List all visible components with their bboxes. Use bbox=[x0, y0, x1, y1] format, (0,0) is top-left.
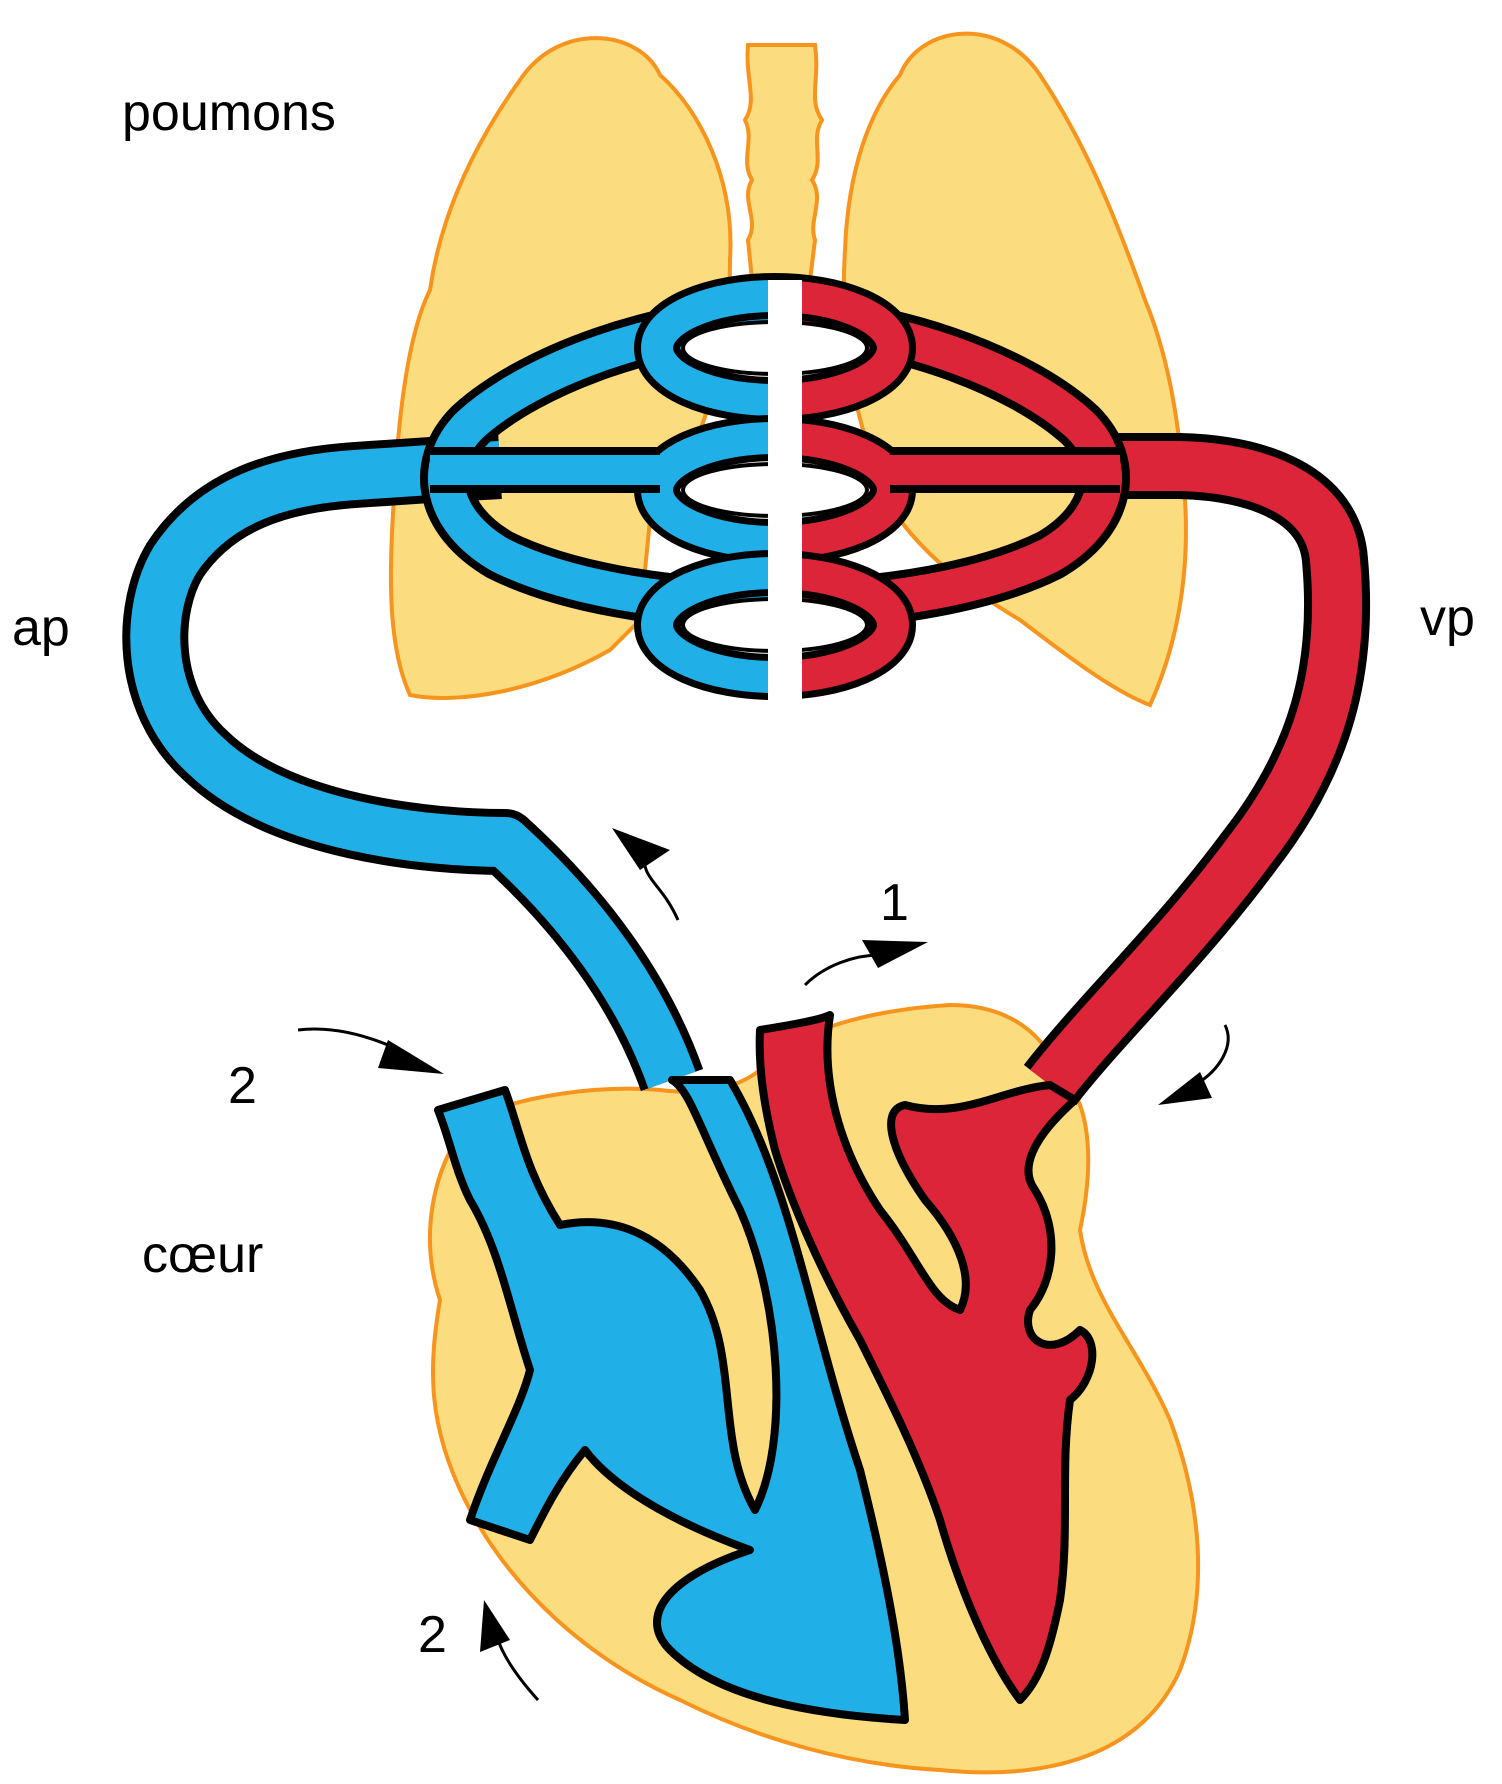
arrow-2-bottom-head-icon bbox=[480, 1600, 510, 1652]
trachea bbox=[745, 45, 822, 280]
arrow-2-bottom-icon bbox=[498, 1640, 538, 1700]
arrow-vein-head-icon bbox=[1158, 1072, 1212, 1105]
arrow-up-artery-head-icon bbox=[612, 828, 670, 870]
flow-2-top-label: 2 bbox=[228, 1057, 257, 1115]
heart-label: cœur bbox=[142, 1226, 263, 1284]
arrow-1-icon bbox=[805, 955, 880, 985]
flow-2-bottom-label: 2 bbox=[418, 1606, 447, 1664]
arrow-2-top-head-icon bbox=[378, 1040, 444, 1074]
arrow-1-head-icon bbox=[862, 940, 928, 968]
pulmonary-vein-label: vp bbox=[1420, 589, 1475, 647]
lungs-label: poumons bbox=[122, 84, 336, 142]
pulmonary-artery-label: ap bbox=[12, 599, 70, 657]
flow-1-label: 1 bbox=[880, 874, 909, 932]
oxygenation-band bbox=[768, 280, 802, 700]
